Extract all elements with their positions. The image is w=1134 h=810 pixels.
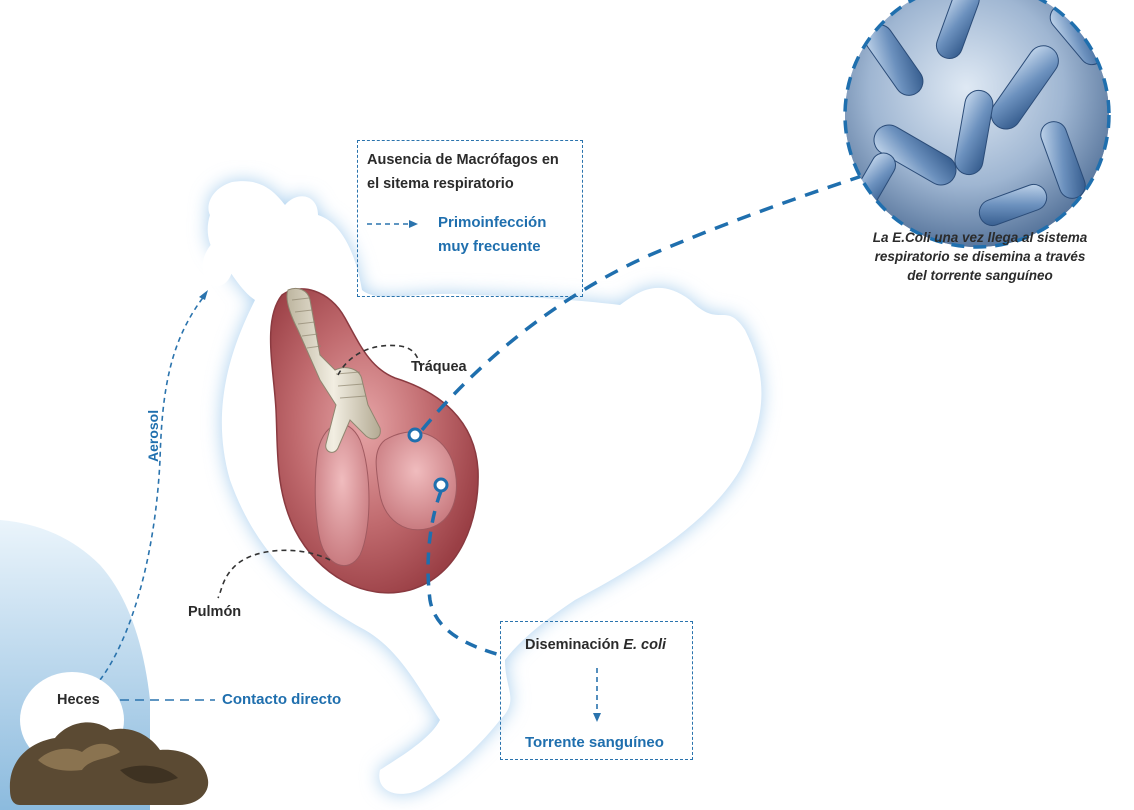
feces-label: Heces	[57, 692, 100, 708]
dissemination-label: Diseminación E. coli	[525, 637, 666, 653]
dissemination-italic: E. coli	[623, 637, 666, 653]
primo-text-line1: Primoinfección	[438, 214, 546, 231]
direct-contact-label: Contacto directo	[222, 691, 341, 708]
aerosol-arrowhead	[199, 290, 208, 300]
primo-text-line2: muy frecuente	[438, 238, 541, 255]
infection-point-upper	[409, 429, 421, 441]
caption-line3: del torrente sanguíneo	[835, 266, 1125, 285]
bloodstream-label: Torrente sanguíneo	[525, 734, 664, 751]
feces-pile	[10, 672, 208, 805]
caption-line1: La E.Coli una vez llega al sistema	[835, 228, 1125, 247]
lung-label: Pulmón	[188, 604, 241, 620]
trachea-label: Tráquea	[411, 359, 467, 375]
ecoli-magnified-circle	[844, 0, 1115, 250]
macrophage-text-line2: el sitema respiratorio	[367, 176, 514, 192]
caption-line2: respiratorio se disemina a través	[835, 247, 1125, 266]
infection-point-lower	[435, 479, 447, 491]
lung-left	[315, 424, 369, 566]
bacteria-caption: La E.Coli una vez llega al sistema respi…	[835, 228, 1125, 285]
dissemination-prefix: Diseminación	[525, 637, 623, 653]
macrophage-text-line1: Ausencia de Macrófagos en	[367, 152, 559, 168]
aerosol-label: Aerosol	[145, 410, 161, 462]
